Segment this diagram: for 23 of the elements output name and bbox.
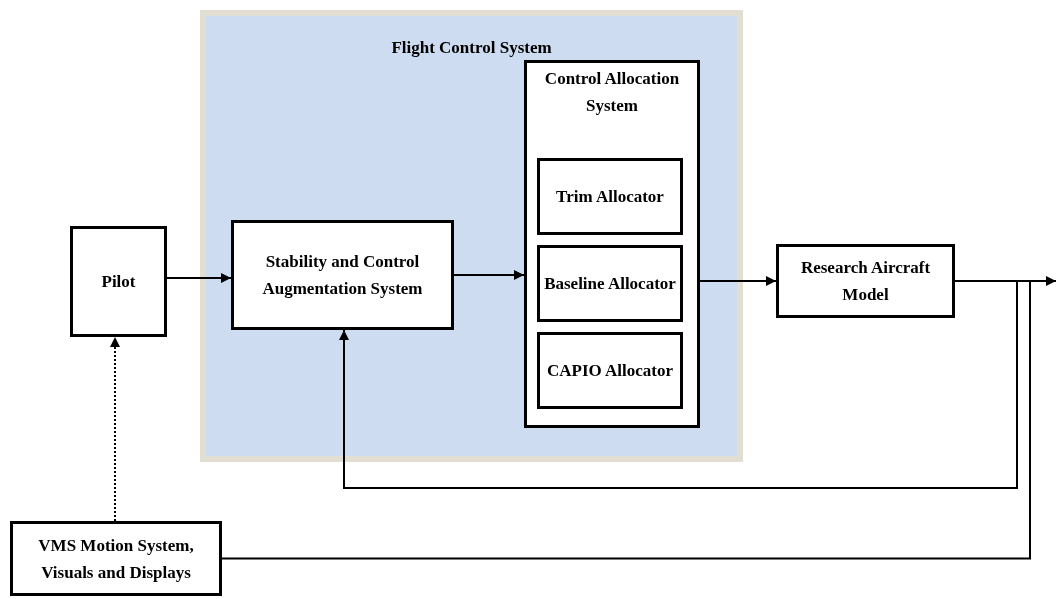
box-label: Research Aircraft Model — [799, 257, 932, 306]
box-label: Stability and Control Augmentation System — [261, 251, 424, 300]
process-box — [231, 220, 454, 330]
arrow — [339, 280, 1018, 489]
process-box — [537, 332, 683, 409]
process-box — [10, 521, 222, 596]
panel-title: Flight Control System — [390, 37, 553, 59]
arrow — [699, 276, 777, 286]
box-label: Control Allocation System — [543, 68, 681, 117]
process-box — [776, 244, 955, 318]
box-label: Baseline Allocator — [543, 273, 677, 295]
arrow — [453, 270, 525, 280]
system-panel — [200, 10, 743, 462]
box-label: Trim Allocator — [555, 186, 665, 208]
process-box — [524, 60, 700, 428]
box-label: Pilot — [100, 271, 137, 293]
process-box — [537, 158, 683, 235]
box-label: CAPIO Allocator — [545, 360, 675, 382]
box-label: VMS Motion System, Visuals and Displays — [37, 534, 195, 584]
process-box — [537, 245, 683, 322]
arrow — [110, 336, 120, 522]
process-box — [70, 226, 167, 337]
arrow — [166, 273, 232, 283]
